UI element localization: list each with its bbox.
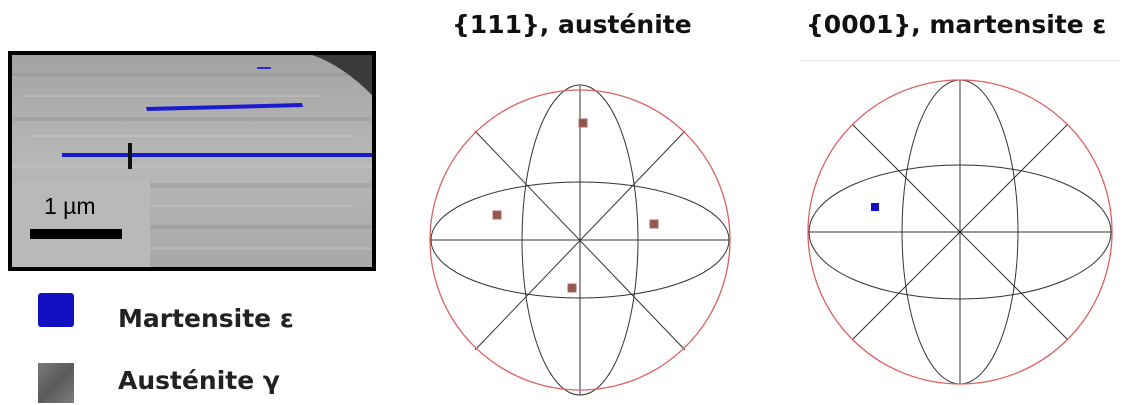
title-underline (800, 60, 1120, 61)
pole-marker (650, 220, 658, 228)
pole-figure-title-austenite: {111}, austénite (452, 10, 692, 39)
analysis-point-marker (128, 143, 132, 169)
martensite-band-lower (62, 153, 372, 157)
pole-marker (568, 284, 576, 292)
pole-marker (579, 119, 587, 127)
ebsd-micrograph: 1 µm (8, 51, 376, 271)
scale-bar (30, 229, 122, 239)
legend-label-martensite: Martensite ε (118, 304, 294, 333)
pole-figure-austenite (428, 84, 733, 399)
micrograph-image (12, 55, 372, 267)
scale-bar-label: 1 µm (44, 193, 96, 220)
legend-swatch-martensite (38, 293, 74, 327)
legend-swatch-austenite (38, 363, 74, 403)
pole-figure-title-martensite: {0001}, martensite ε (806, 10, 1106, 39)
martensite-speck (257, 67, 271, 69)
pole-marker (493, 211, 501, 219)
pole-marker (871, 203, 879, 211)
pole-figure-martensite (806, 78, 1116, 398)
stereonet-grid (809, 80, 1111, 384)
pole-markers-austenite (493, 119, 658, 292)
legend-label-austenite: Austénite γ (118, 366, 280, 395)
